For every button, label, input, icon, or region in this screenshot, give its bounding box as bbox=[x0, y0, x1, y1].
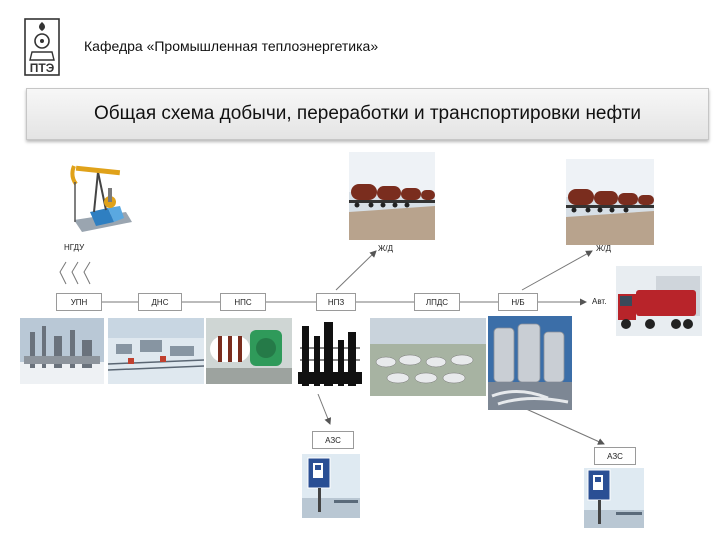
node-lpds: ЛПДС bbox=[414, 293, 460, 311]
node-nps: НПС bbox=[220, 293, 266, 311]
pump-jack-illustration bbox=[68, 158, 134, 238]
lpds-tank-farm-photo bbox=[370, 318, 486, 396]
node-upn: УПН bbox=[56, 293, 102, 311]
npz-refinery-photo bbox=[294, 318, 366, 394]
node-dns: ДНС bbox=[138, 293, 182, 311]
fuel-truck-photo bbox=[616, 266, 702, 336]
gas-station-photo-1 bbox=[302, 454, 360, 518]
rail-tank-photo-2 bbox=[566, 159, 654, 245]
logo-text: ПТЭ bbox=[30, 61, 55, 75]
node-azs-2: АЗС bbox=[594, 447, 636, 465]
gas-station-photo-2 bbox=[584, 468, 644, 528]
oil-depot-photo bbox=[488, 316, 572, 410]
rail-tank-photo-1 bbox=[349, 152, 435, 240]
label-auto: Авт. bbox=[592, 297, 607, 306]
nps-pump-photo bbox=[206, 318, 292, 384]
node-npz: НПЗ bbox=[316, 293, 356, 311]
node-nb: Н/Б bbox=[498, 293, 538, 311]
node-azs-1: АЗС bbox=[312, 431, 354, 449]
dns-facility-photo bbox=[108, 318, 204, 384]
upn-facility-photo bbox=[20, 318, 104, 384]
page-title: Общая схема добычи, переработки и трансп… bbox=[26, 88, 709, 140]
label-ngdu: НГДУ bbox=[64, 243, 85, 252]
label-rail-1: Ж/Д bbox=[378, 244, 394, 253]
department-logo: ПТЭ bbox=[22, 17, 74, 77]
department-name: Кафедра «Промышленная теплоэнергетика» bbox=[84, 38, 379, 54]
label-rail-2: Ж/Д bbox=[596, 244, 612, 253]
